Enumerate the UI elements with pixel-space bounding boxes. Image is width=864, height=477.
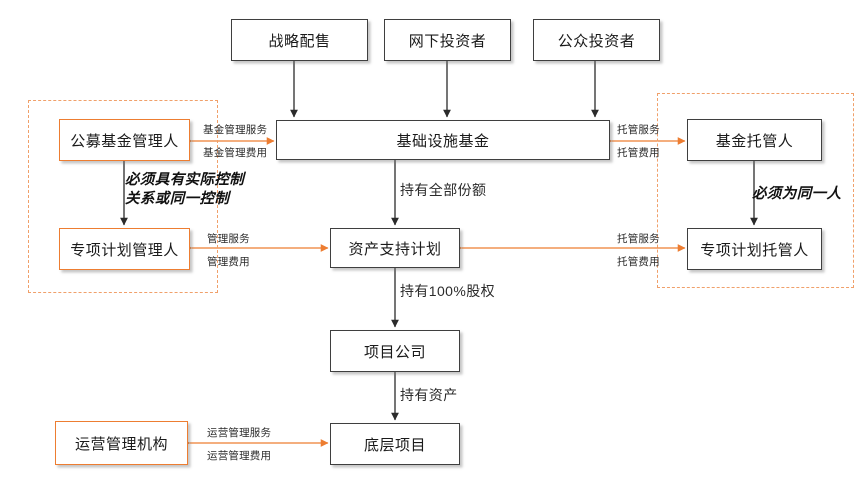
label-trustee-fee-fund: 托管费用 — [617, 147, 660, 159]
label-management-service: 管理服务 — [207, 233, 250, 245]
label-fund-management-fee: 基金管理费用 — [203, 147, 268, 159]
label-trustee-fee-plan: 托管费用 — [617, 256, 660, 268]
right-dashed-group — [657, 93, 854, 288]
node-strategic-placement[interactable]: 战略配售 — [231, 19, 368, 61]
label-holds-100-equity: 持有100%股权 — [400, 283, 496, 299]
label-management-fee: 管理费用 — [207, 256, 250, 268]
node-asset-backed-plan[interactable]: 资产支持计划 — [330, 228, 460, 268]
note-actual-control-requirement: 必须具有实际控制 关系或同一控制 — [125, 171, 244, 209]
label-operations-fee: 运营管理费用 — [207, 450, 272, 462]
node-underlying-project[interactable]: 底层项目 — [330, 423, 460, 465]
node-offline-investors[interactable]: 网下投资者 — [384, 19, 511, 61]
label-trustee-service-plan: 托管服务 — [617, 233, 660, 245]
label-holds-all-shares: 持有全部份额 — [400, 182, 487, 198]
note-line-1: 必须为同一人 — [752, 186, 842, 202]
note-same-person-requirement: 必须为同一人 — [752, 185, 841, 204]
note-line-2: 关系或同一控制 — [125, 191, 230, 207]
label-holds-assets: 持有资产 — [400, 387, 458, 403]
label-trustee-service-fund: 托管服务 — [617, 124, 660, 136]
node-public-investors[interactable]: 公众投资者 — [533, 19, 660, 61]
note-line-1: 必须具有实际控制 — [125, 172, 245, 188]
node-project-company[interactable]: 项目公司 — [330, 330, 460, 372]
node-abs-plan-trustee[interactable]: 专项计划托管人 — [687, 228, 822, 270]
node-fund-trustee[interactable]: 基金托管人 — [687, 119, 822, 161]
left-dashed-group — [28, 100, 218, 293]
node-infrastructure-fund[interactable]: 基础设施基金 — [276, 120, 610, 160]
label-operations-service: 运营管理服务 — [207, 427, 272, 439]
node-abs-plan-manager[interactable]: 专项计划管理人 — [59, 228, 190, 270]
node-operations-manager[interactable]: 运营管理机构 — [55, 421, 188, 465]
label-fund-management-service: 基金管理服务 — [203, 124, 268, 136]
node-public-fund-manager[interactable]: 公募基金管理人 — [59, 119, 190, 161]
